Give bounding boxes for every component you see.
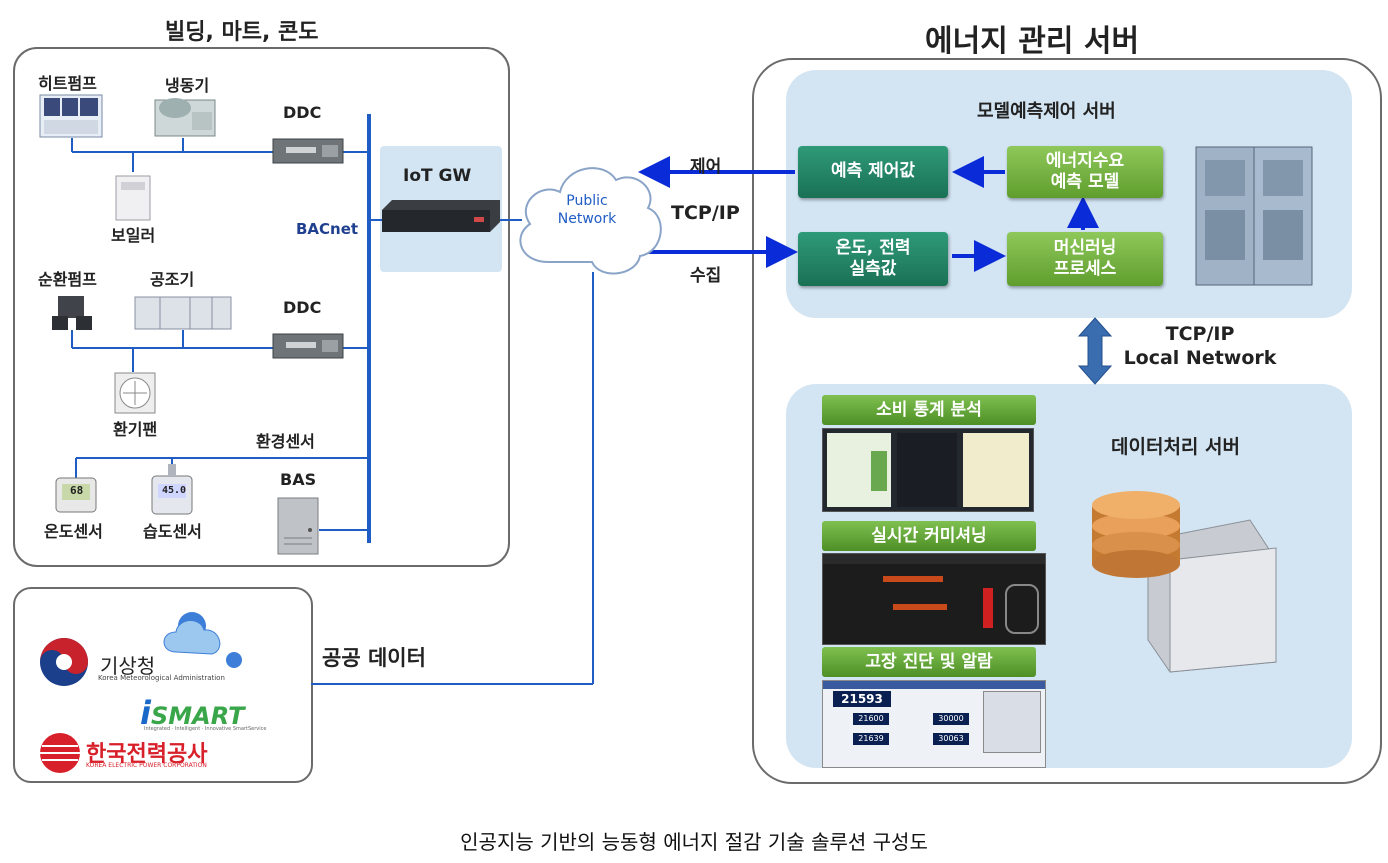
ahu-icon: [134, 296, 232, 330]
env-sensor-label: 환경센서: [256, 432, 315, 451]
fault-header-bar: [823, 681, 1045, 689]
kepco-name: 한국전력공사: [86, 742, 208, 767]
humidity-sensor-icon: [151, 464, 193, 515]
boiler-label: 보일러: [111, 226, 156, 245]
local-network-label: TCP/IP Local Network: [1112, 322, 1288, 370]
commissioning-gauge: [983, 588, 993, 628]
fault-value-1: 21593: [833, 691, 891, 707]
fault-value-5: 30063: [933, 733, 969, 745]
ismart-text: SMART: [150, 702, 245, 730]
temperature-sensor-icon: [55, 477, 97, 513]
network-line-2: Network: [557, 211, 617, 227]
ddc-2-icon: [272, 333, 344, 359]
site-title: 빌딩, 마트, 콘도: [165, 20, 319, 45]
database-server-icon: [1092, 491, 1277, 673]
kma-logo-icon: [40, 638, 88, 686]
protocol-label: TCP/IP: [671, 202, 740, 224]
chiller-icon: [154, 98, 216, 137]
server-title: 에너지 관리 서버: [925, 24, 1140, 59]
humidity-reading: 45.0: [162, 485, 187, 496]
local-network-line-2: Local Network: [1123, 347, 1277, 369]
ismart-tagline: Integrated · Intelligent · Innovative Sm…: [144, 726, 267, 732]
commissioning-screen: [822, 553, 1046, 645]
consumption-stats-screen: [822, 428, 1034, 512]
local-network-arrow: [1077, 317, 1113, 385]
weather-icon: [163, 612, 242, 668]
machine-learning-line-1: 머신러닝: [1053, 237, 1117, 258]
energy-demand-model-line-1: 에너지수요: [1045, 150, 1125, 171]
temperature-reading: 68: [70, 484, 84, 497]
ahu-label: 공조기: [150, 270, 195, 289]
kepco-logo-icon: [40, 733, 80, 773]
heat-pump-icon: [39, 94, 103, 138]
measured-value-line-2: 실측값: [849, 259, 897, 279]
consumption-stats-title: 소비 통계 분석: [822, 395, 1036, 425]
kepco-english: KOREA ELECTRIC POWER CORPORATION: [86, 762, 207, 769]
ddc-2-label: DDC: [283, 298, 322, 317]
collect-label: 수집: [690, 266, 722, 286]
model-server-title: 모델예측제어 서버: [977, 101, 1116, 122]
fault-side-panel: [983, 691, 1041, 753]
bas-icon: [277, 497, 319, 555]
measured-value-box: 온도, 전력 실측값: [798, 232, 948, 286]
commissioning-alarm-2: [893, 604, 947, 610]
stats-panel-chart: [871, 451, 887, 491]
chiller-label: 냉동기: [165, 76, 210, 95]
stats-panel-middle: [897, 433, 957, 507]
figure-caption: 인공지능 기반의 능동형 에너지 절감 기술 솔루션 구성도: [460, 830, 928, 854]
commissioning-alarm-1: [883, 576, 943, 582]
network-label: Public Network: [542, 192, 632, 228]
bacnet-label: BACnet: [296, 220, 359, 238]
data-server-title: 데이터처리 서버: [1111, 436, 1240, 458]
control-label: 제어: [690, 157, 722, 177]
predicted-control-value-label: 예측 제어값: [830, 161, 916, 182]
circulation-pump-icon: [52, 296, 92, 330]
machine-learning-line-2: 프로세스: [1053, 259, 1117, 279]
ismart-i: i: [140, 694, 151, 732]
ddc-1-label: DDC: [283, 103, 322, 122]
vent-fan-icon: [114, 372, 156, 414]
heat-pump-label: 히트펌프: [38, 74, 97, 93]
stats-panel-right: [963, 433, 1029, 507]
fault-value-2: 21600: [853, 713, 889, 725]
commissioning-header: [823, 554, 1045, 564]
predicted-control-value-box: 예측 제어값: [798, 146, 948, 198]
public-data-label: 공공 데이터: [322, 646, 426, 670]
realtime-commissioning-title: 실시간 커미셔닝: [822, 521, 1036, 551]
local-network-line-1: TCP/IP: [1165, 323, 1235, 345]
ismart-logo: iSMART: [140, 694, 244, 732]
iot-gw-icon: [382, 200, 500, 232]
temperature-sensor-label: 온도센서: [44, 522, 103, 541]
cloud-icon: [519, 167, 662, 275]
server-rack-icon: [1195, 146, 1313, 286]
commissioning-tank: [1005, 584, 1039, 634]
machine-learning-box: 머신러닝 프로세스: [1007, 232, 1163, 286]
kma-name: 기상청: [100, 654, 156, 678]
fault-diagnosis-screen: 21593 21600 30000 21639 30063: [822, 680, 1046, 768]
measured-value-line-1: 온도, 전력: [835, 237, 911, 258]
fault-diagnosis-title: 고장 진단 및 알람: [822, 647, 1036, 677]
network-line-1: Public: [566, 193, 608, 209]
kma-english: Korea Meteorological Administration: [98, 674, 225, 682]
boiler-icon: [115, 175, 151, 221]
ddc-1-icon: [272, 138, 344, 164]
energy-demand-model-box: 에너지수요 예측 모델: [1007, 146, 1163, 198]
energy-demand-model-line-2: 예측 모델: [1050, 172, 1120, 192]
iot-gw-label: IoT GW: [403, 166, 472, 186]
fault-value-4: 21639: [853, 733, 889, 745]
bas-label: BAS: [280, 470, 317, 489]
humidity-sensor-label: 습도센서: [143, 522, 202, 541]
fault-value-3: 30000: [933, 713, 969, 725]
vent-fan-label: 환기팬: [113, 420, 158, 439]
circulation-pump-label: 순환펌프: [38, 270, 97, 289]
